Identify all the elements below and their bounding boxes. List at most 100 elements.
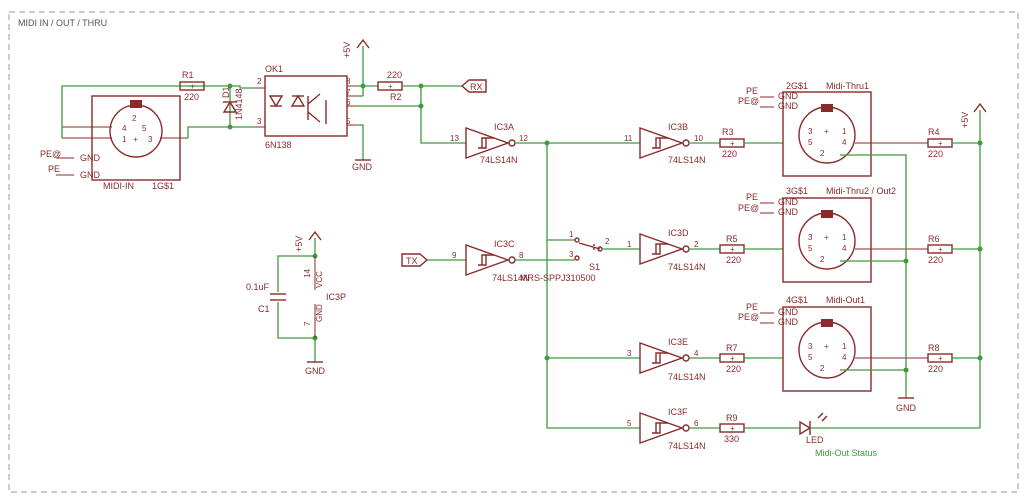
svg-text:R4: R4 — [928, 127, 940, 137]
svg-text:OK1: OK1 — [265, 64, 283, 74]
svg-text:S1: S1 — [589, 262, 600, 272]
svg-text:D1: D1 — [221, 86, 231, 98]
sheet-frame — [8, 11, 1019, 493]
svg-text:+: + — [938, 354, 943, 363]
svg-text:IC3A: IC3A — [494, 122, 514, 132]
svg-text:GND: GND — [305, 366, 326, 376]
svg-text:R5: R5 — [726, 234, 738, 244]
svg-text:6: 6 — [346, 98, 351, 107]
svg-text:GND: GND — [80, 153, 101, 163]
svg-text:220: 220 — [726, 255, 741, 265]
resistor-r8: + R8 220 — [927, 343, 953, 374]
svg-text:Midi-Thru1: Midi-Thru1 — [826, 81, 869, 91]
svg-text:GND: GND — [778, 207, 799, 217]
svg-text:1: 1 — [842, 233, 847, 242]
svg-text:2G$1: 2G$1 — [786, 81, 808, 91]
svg-text:PE@: PE@ — [40, 149, 61, 159]
svg-text:+: + — [938, 139, 943, 148]
svg-text:3: 3 — [627, 349, 632, 358]
svg-text:12: 12 — [519, 134, 528, 143]
svg-text:4: 4 — [842, 244, 847, 253]
svg-text:1: 1 — [627, 240, 632, 249]
capacitor-c1: 0.1uF C1 — [246, 282, 286, 314]
svg-text:220: 220 — [184, 92, 199, 102]
svg-text:+5V: +5V — [342, 42, 352, 58]
resistor-r6: + R6 220 — [927, 234, 953, 265]
svg-text:MIDI-IN: MIDI-IN — [103, 181, 134, 191]
svg-text:R1: R1 — [182, 70, 194, 80]
svg-text:220: 220 — [387, 70, 402, 80]
svg-text:PE@: PE@ — [738, 96, 759, 106]
led-status: LED Midi-Out Status — [799, 412, 878, 458]
svg-text:2: 2 — [820, 149, 825, 158]
svg-text:4: 4 — [122, 124, 127, 133]
svg-text:TX: TX — [406, 256, 418, 266]
svg-text:5: 5 — [808, 244, 813, 253]
svg-text:1N4148: 1N4148 — [234, 88, 244, 120]
svg-text:13: 13 — [450, 134, 459, 143]
svg-text:74LS14N: 74LS14N — [668, 441, 706, 451]
svg-text:3: 3 — [148, 135, 153, 144]
svg-text:R8: R8 — [928, 343, 940, 353]
inverter-ic3f: IC3F 74LS14N 5 6 — [627, 407, 706, 451]
svg-text:IC3F: IC3F — [668, 407, 688, 417]
svg-text:5: 5 — [808, 138, 813, 147]
svg-text:+: + — [824, 127, 829, 136]
svg-text:220: 220 — [722, 149, 737, 159]
svg-text:R6: R6 — [928, 234, 940, 244]
svg-text:Midi-Thru2 / Out2: Midi-Thru2 / Out2 — [826, 186, 896, 196]
svg-text:8: 8 — [346, 77, 351, 86]
resistor-r7: + R7 220 — [719, 343, 745, 374]
svg-text:IC3D: IC3D — [668, 228, 689, 238]
svg-text:MRS-SPPJ310500: MRS-SPPJ310500 — [520, 273, 596, 283]
svg-text:3: 3 — [257, 117, 262, 126]
svg-text:+: + — [133, 135, 138, 144]
svg-text:330: 330 — [724, 434, 739, 444]
svg-text:220: 220 — [928, 149, 943, 159]
switch-s1: 1 2 3 S1 MRS-SPPJ310500 — [520, 230, 610, 283]
svg-text:PE@: PE@ — [738, 312, 759, 322]
svg-text:14: 14 — [303, 269, 312, 278]
svg-text:GND: GND — [352, 162, 373, 172]
svg-text:+: + — [730, 354, 735, 363]
svg-text:4G$1: 4G$1 — [786, 295, 808, 305]
diode-d1: D1 1N4148 — [221, 86, 244, 127]
optocoupler-ok1: OK1 6N138 2 3 8 7 6 5 — [255, 64, 357, 150]
svg-text:5: 5 — [808, 353, 813, 362]
svg-text:GND: GND — [315, 304, 324, 322]
svg-text:11: 11 — [624, 134, 633, 143]
svg-text:2: 2 — [820, 364, 825, 373]
svg-text:PE: PE — [746, 302, 758, 312]
svg-text:GND: GND — [778, 307, 799, 317]
svg-text:Midi-Out1: Midi-Out1 — [826, 295, 865, 305]
svg-text:6N138: 6N138 — [265, 140, 292, 150]
svg-text:+: + — [938, 245, 943, 254]
svg-text:+: + — [388, 82, 393, 91]
svg-text:1G$1: 1G$1 — [152, 181, 174, 191]
svg-text:R9: R9 — [726, 413, 738, 423]
svg-text:4: 4 — [842, 353, 847, 362]
svg-text:IC3B: IC3B — [668, 122, 688, 132]
svg-text:10: 10 — [694, 134, 703, 143]
vcc-supply-ok1: +5V — [342, 38, 370, 96]
vcc-supply-right: +5V — [960, 102, 987, 128]
svg-text:GND: GND — [896, 403, 917, 413]
svg-text:2: 2 — [820, 255, 825, 264]
svg-text:GND: GND — [778, 101, 799, 111]
svg-text:PE: PE — [746, 86, 758, 96]
svg-text:+: + — [730, 139, 735, 148]
vcc-supply-ic3p: +5V — [294, 230, 322, 252]
svg-text:+5V: +5V — [294, 236, 304, 252]
svg-text:PE@: PE@ — [738, 203, 759, 213]
svg-text:+: + — [730, 245, 735, 254]
svg-text:GND: GND — [80, 170, 101, 180]
svg-text:R7: R7 — [726, 343, 738, 353]
svg-text:RX: RX — [470, 82, 483, 92]
svg-text:2: 2 — [605, 237, 610, 246]
svg-text:GND: GND — [778, 197, 799, 207]
resistor-r1: + R1 220 — [179, 70, 205, 102]
svg-text:4: 4 — [842, 138, 847, 147]
svg-text:4: 4 — [694, 349, 699, 358]
